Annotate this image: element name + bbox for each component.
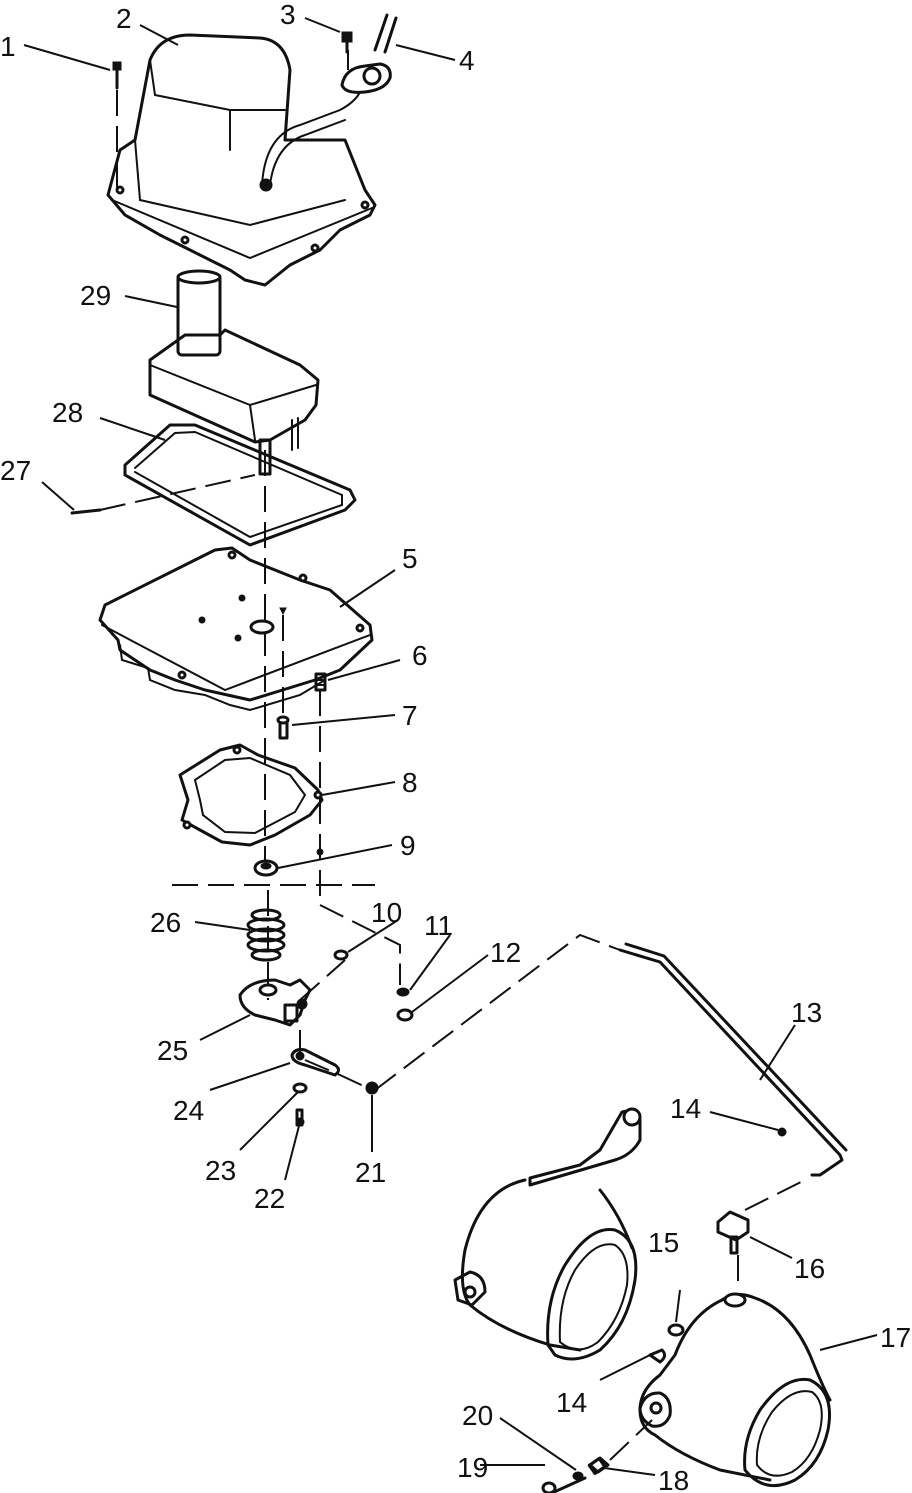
callout-label: 3 [280,0,296,30]
callout-label: 24 [173,1095,204,1126]
callout-label: 18 [658,1465,689,1493]
callout-label: 26 [150,907,181,938]
part-grommet [340,13,398,94]
callout-label: 7 [402,700,418,731]
callout-label: 6 [412,640,428,671]
leader-lines [23,17,878,1476]
assembly-lines [99,50,806,1461]
callout-label: 17 [880,1322,911,1353]
callout-label: 5 [402,543,418,574]
callout-label: 12 [490,937,521,968]
callout-label: 27 [0,455,31,486]
part-cover [106,33,377,287]
callout-label: 21 [355,1157,386,1188]
part-motor [148,269,320,476]
callout-label: 22 [254,1183,285,1214]
callout-label: 23 [205,1155,236,1186]
callout-label: 8 [402,767,418,798]
callout-label: 4 [459,45,475,76]
part-screws-top [112,31,353,90]
callout-label: 2 [116,3,132,34]
callout-label: 13 [791,997,822,1028]
callout-label: 29 [80,280,111,311]
callout-label: 16 [794,1253,825,1284]
part-throttle-body-left [453,1107,642,1361]
part-gasket-top [123,423,357,547]
part-cam [238,978,312,1027]
callout-label: 28 [52,397,83,428]
part-spring [246,908,286,962]
part-gasket-lower [178,743,324,847]
part-nut-9 [253,848,324,877]
callout-label: 25 [157,1035,188,1066]
callout-label: 9 [400,830,416,861]
callout-label: 11 [424,910,453,941]
callout-label: 1 [0,31,16,62]
part-lever [290,1048,379,1127]
part-rod [618,942,848,1177]
part-stud [314,672,327,692]
part-block [716,1210,750,1255]
part-throttle-body-right [638,1292,832,1488]
part-base-plate [98,546,374,712]
callout-label: 19 [457,1452,488,1483]
callout-label: 14 [670,1093,701,1124]
part-small-hardware [333,949,414,1022]
callout-label: 20 [462,1400,493,1431]
callout-label: 15 [648,1227,679,1258]
part-bolt-set [541,1456,610,1493]
callout-label: 10 [371,897,402,928]
callout-label: 14 [556,1387,587,1418]
part-screw-7 [276,715,290,740]
part-pin [70,508,102,515]
